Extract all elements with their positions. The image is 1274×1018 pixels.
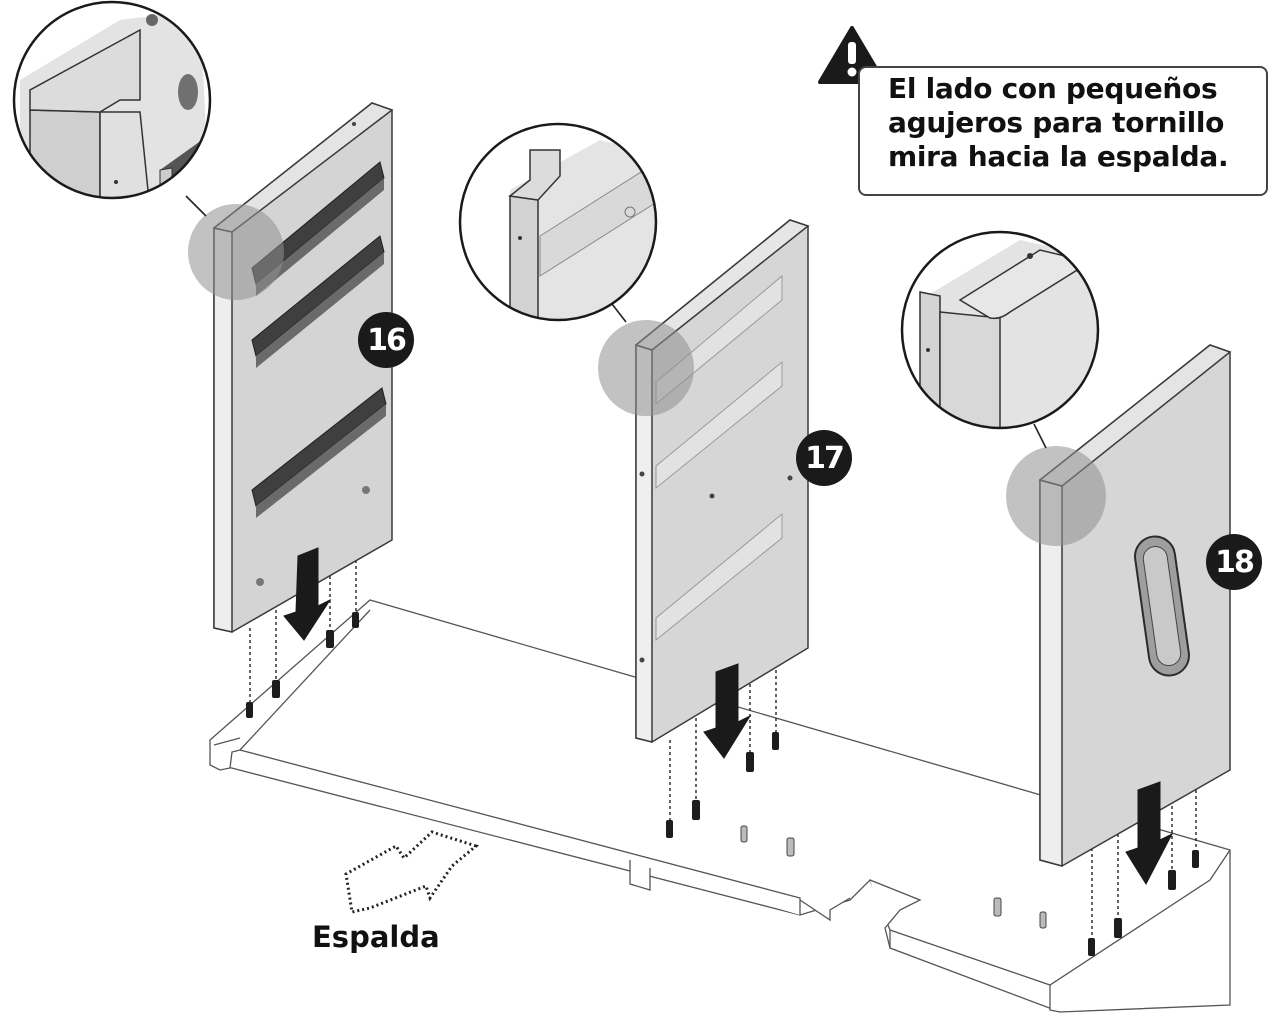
base-frame — [209, 599, 1231, 1013]
panel-18 — [1038, 344, 1232, 867]
down-arrow-icon — [1125, 781, 1174, 886]
down-arrow-icon — [703, 663, 752, 759]
down-arrow-icon — [283, 547, 332, 641]
magnified-edge-detail-icon — [458, 122, 658, 322]
part-number-badge-17: 17 — [796, 430, 852, 486]
warning-text: El lado con pequeños agujeros para torni… — [888, 72, 1229, 173]
warning-callout — [858, 66, 1268, 196]
part-number-badge-18: 18 — [1206, 534, 1262, 590]
panel-16 — [212, 102, 394, 633]
dowels — [246, 612, 1199, 956]
back-direction-label: Espalda — [312, 920, 440, 954]
magnified-edge-detail-icon — [12, 0, 212, 200]
highlight-spots — [188, 204, 1106, 546]
part-number-badge-16: 16 — [358, 312, 414, 368]
magnified-edge-detail-icon — [900, 230, 1100, 430]
panel-17 — [634, 219, 810, 743]
dotted-arrow-icon — [344, 830, 480, 914]
base-dowels — [740, 825, 1047, 929]
